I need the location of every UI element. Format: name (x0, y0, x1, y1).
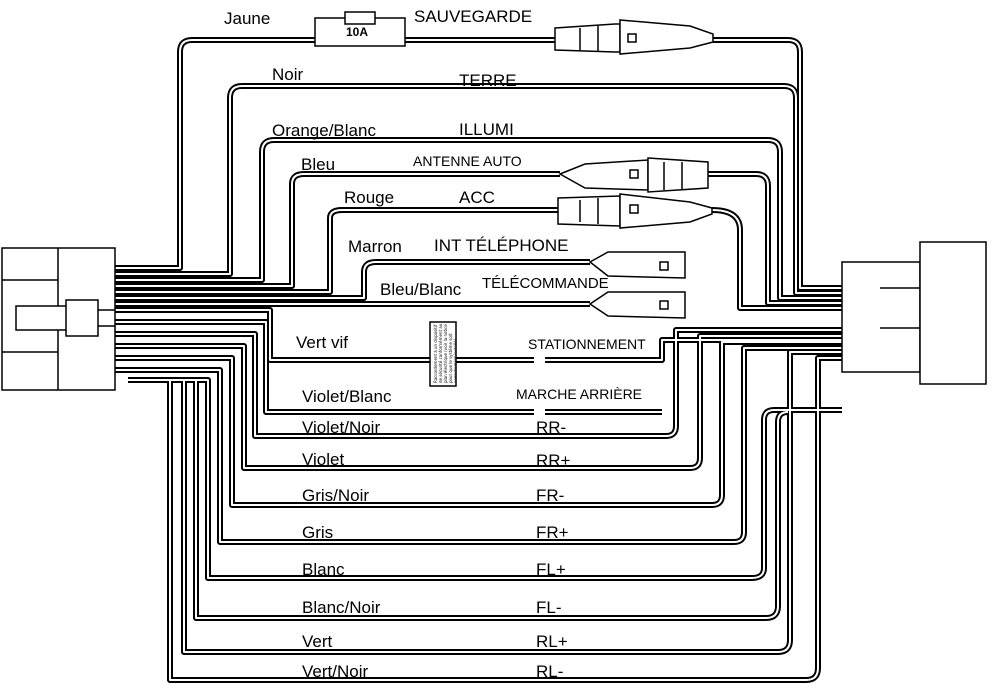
right-connector (841, 241, 987, 385)
terminal-telephone (588, 251, 686, 279)
label-color-vert-vif: Vert vif (296, 333, 348, 352)
label-color-noir: Noir (272, 65, 304, 84)
label-color-bleu-blanc: Bleu/Blanc (380, 280, 462, 299)
label-color-violet: Violet (302, 450, 345, 469)
label-function-illumi: ILLUMI (459, 120, 514, 139)
bullet-connector-sauvegarde (554, 19, 714, 55)
parking-note-box (429, 321, 457, 387)
label-color-gris: Gris (302, 523, 334, 542)
label-color-rouge: Rouge (344, 188, 395, 207)
fuse-holder (314, 11, 406, 47)
label-color-vert-noir: Vert/Noir (302, 662, 369, 681)
label-color-violet-noir: Violet/Noir (302, 418, 381, 437)
label-function-stationnement: STATIONNEMENT (528, 336, 646, 352)
label-color-blanc-noir: Blanc/Noir (302, 598, 381, 617)
label-function-rl-plus: RL+ (536, 632, 568, 651)
label-function-sauvegarde: SAUVEGARDE (414, 7, 533, 26)
wire-gris-noir (115, 339, 842, 508)
label-function-marche-arriere: MARCHE ARRIÈRE (516, 386, 643, 402)
parking-note: Raccordement à un dispositif de sécurité… (433, 323, 456, 383)
bullet-connector-antenne (558, 157, 709, 193)
label-function-fr-minus: FR- (536, 486, 565, 505)
label-color-vert: Vert (302, 632, 333, 651)
label-color-orange-blanc: Orange/Blanc (272, 121, 376, 140)
terminal-telecommande (588, 291, 686, 319)
label-color-bleu: Bleu (301, 155, 336, 174)
label-function-rr-minus: RR- (536, 418, 567, 437)
label-color-jaune: Jaune (224, 9, 271, 28)
label-function-rr-plus: RR+ (536, 451, 571, 470)
label-function-int-telephone: INT TÉLÉPHONE (434, 236, 569, 255)
label-color-violet-blanc: Violet/Blanc (302, 387, 392, 406)
label-color-blanc: Blanc (302, 560, 345, 579)
label-function-fl-minus: FL- (536, 598, 562, 617)
fuse-rating: 10A (346, 25, 369, 39)
label-function-fl-plus: FL+ (536, 560, 566, 579)
wire-gris (115, 345, 842, 545)
label-function-telecommande: TÉLÉCOMMANDE (482, 275, 609, 292)
label-color-gris-noir: Gris/Noir (302, 486, 370, 505)
label-function-antenne-auto: ANTENNE AUTO (413, 153, 522, 169)
label-function-terre: TERRE (459, 71, 517, 90)
label-function-rl-minus: RL- (536, 662, 564, 681)
bullet-connector-acc (557, 193, 713, 229)
left-connector (1, 247, 116, 391)
label-function-acc: ACC (459, 188, 495, 207)
wire-blanc-noir (140, 377, 789, 621)
label-color-marron: Marron (348, 237, 402, 256)
label-function-fr-plus: FR+ (536, 523, 569, 542)
